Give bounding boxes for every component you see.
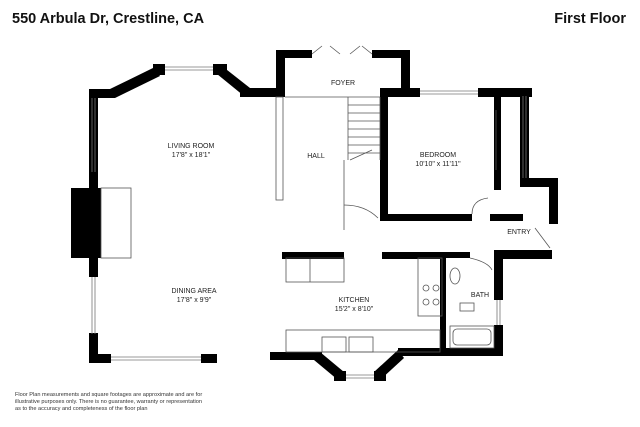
room-name-living-room: LIVING ROOM (167, 143, 215, 150)
wall-left-top (89, 89, 98, 173)
wall-top-bedroom-right (478, 88, 532, 97)
disclaimer-text: Floor Plan measurements and square foota… (15, 392, 265, 413)
room-label-entry: ENTRY (507, 229, 531, 238)
wall-foyer-left (276, 50, 285, 97)
room-label-foyer: FOYER (331, 80, 355, 89)
room-label-bath: BATH (471, 292, 489, 301)
room-name-bath: BATH (470, 292, 490, 299)
wall-right-lower-top (494, 250, 552, 259)
room-dims-kitchen: 15'2" x 8'10" (334, 305, 374, 313)
wall-bay-top-left (89, 89, 115, 98)
room-dims-bedroom: 10'10" x 11'11" (415, 160, 461, 168)
room-name-bedroom: BEDROOM (419, 152, 457, 159)
room-dims-dining-area: 17'8" x 9'9" (176, 296, 212, 304)
wall-kitchen-right-partition (382, 252, 442, 259)
room-name-entry: ENTRY (507, 229, 531, 236)
room-name-hall: HALL (307, 153, 325, 160)
wall-left-bottom (89, 333, 98, 363)
wall-kitchen-bottom-left (270, 352, 322, 360)
wall-bottom-mid (201, 354, 217, 363)
property-address: 550 Arbula Dr, Crestline, CA (12, 11, 205, 27)
wall-right-jog-down (549, 178, 558, 224)
wall-kitchen-bath (440, 252, 446, 354)
wall-bedroom-bottom-right (490, 214, 523, 221)
room-label-living-room: LIVING ROOM 17'8" x 18'1" (168, 143, 215, 160)
windows (91, 66, 527, 379)
wall-right-upper (520, 88, 529, 184)
wall-foyer-top-right (372, 50, 410, 58)
wall-bottom-left (89, 354, 111, 363)
wall-top-living (240, 88, 285, 97)
disclaimer-line-3: as to the accuracy and completeness of t… (15, 406, 148, 412)
wall-bedroom-left (380, 95, 388, 219)
room-name-foyer: FOYER (330, 80, 356, 87)
wall-bath-bottom (420, 348, 503, 356)
wall-bay-diag-left (110, 67, 160, 98)
wall-right-lower (494, 250, 503, 300)
wall-left-chimney-top (89, 171, 98, 191)
wall-kitchen-bay-cap-left (334, 371, 346, 381)
wall-kitchen-partition (282, 252, 344, 259)
room-name-dining-area: DINING AREA (171, 288, 217, 295)
wall-foyer-right (401, 50, 410, 97)
room-label-hall: HALL (307, 153, 325, 162)
room-name-kitchen: KITCHEN (338, 297, 370, 304)
exterior-walls (71, 50, 558, 381)
room-label-dining-area: DINING AREA 17'8" x 9'9" (171, 288, 216, 305)
wall-bath-right-bottom (494, 325, 503, 355)
wall-bay-top-cap-left (153, 64, 165, 75)
fireplace-block (71, 188, 101, 258)
disclaimer-line-2: illustrative purposes only. There is no … (15, 399, 202, 405)
wall-top-bedroom-left (380, 88, 420, 97)
wall-bath-top (440, 252, 470, 258)
floor-level-label: First Floor (554, 11, 626, 27)
wall-foyer-top-left (276, 50, 312, 58)
wall-left-chimney-bottom (89, 255, 98, 277)
room-dims-living-room: 17'8" x 18'1" (171, 151, 211, 159)
wall-right-jog (520, 178, 558, 187)
interior-lines (100, 45, 551, 353)
room-label-kitchen: KITCHEN 15'2" x 8'10" (335, 297, 373, 314)
disclaimer-line-1: Floor Plan measurements and square foota… (15, 392, 203, 398)
wall-bedroom-bottom-left (380, 214, 472, 221)
wall-kitchen-bay-cap-right (374, 371, 386, 381)
room-label-bedroom: BEDROOM 10'10" x 11'11" (415, 152, 460, 169)
wall-bedroom-right (494, 95, 501, 190)
